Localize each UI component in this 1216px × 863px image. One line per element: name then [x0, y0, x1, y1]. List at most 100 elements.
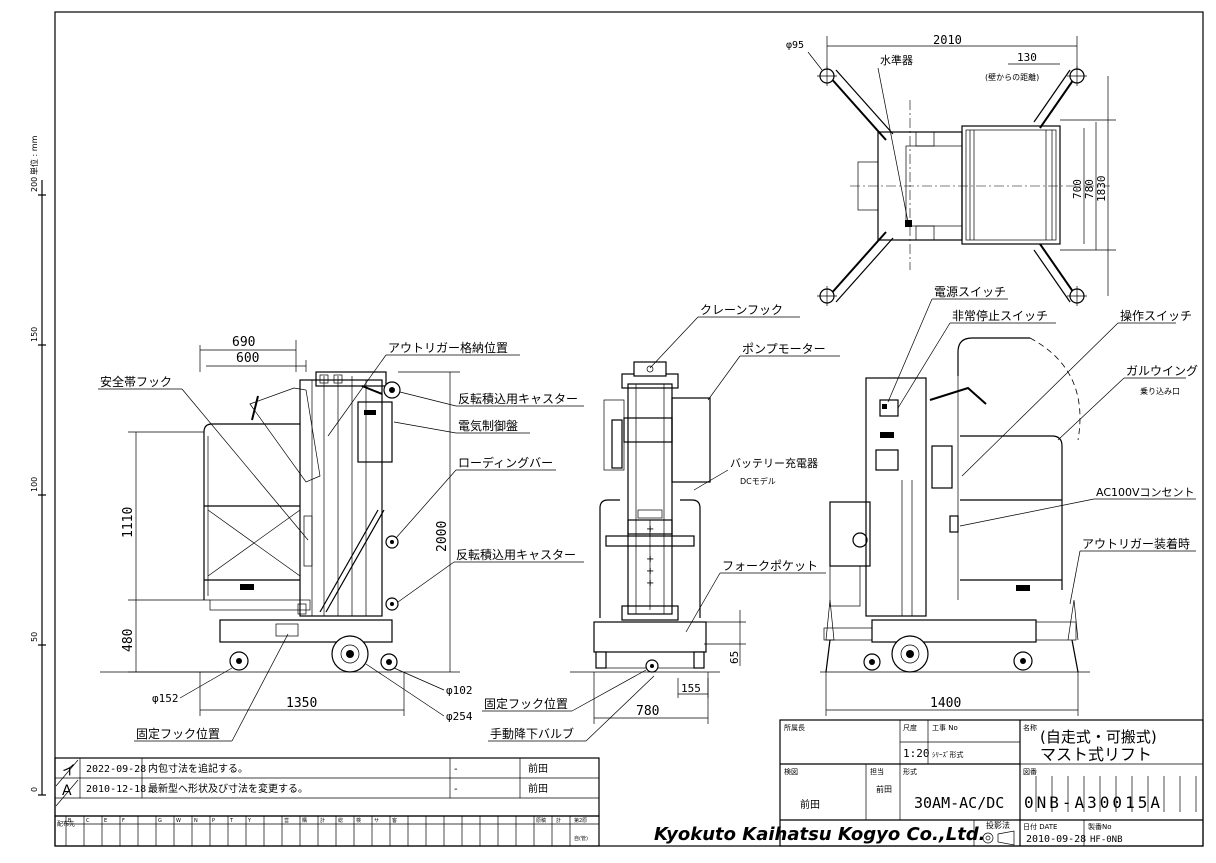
rev1-by: 前田: [528, 762, 548, 775]
dim-690: 690: [232, 335, 255, 350]
checker-name: 前田: [800, 798, 820, 811]
revision-table: イ 2022-09-28 内包寸法を追記する。 - 前田 A 2010-12-1…: [54, 757, 600, 847]
svg-text:+: +: [646, 566, 654, 577]
svg-text:+: +: [646, 578, 654, 589]
projection-label: 投影法: [986, 820, 1010, 830]
work-no-value: ｼﾘｰｽﾞ形式: [932, 750, 964, 759]
work-no-label: 工事 No: [932, 723, 958, 732]
label-fixed-hook-front: 固定フック位置: [484, 696, 568, 711]
dist-cell-2: C: [86, 818, 90, 824]
label-emergency-stop: 非常停止スイッチ: [952, 308, 1048, 323]
drawing-no-label: 図番: [1023, 768, 1037, 776]
dist-cell-8: P: [212, 818, 215, 824]
dist-cell-6: W: [176, 818, 181, 824]
company-name: Kyokuto Kaihatsu Kogyo Co.,Ltd.: [654, 824, 986, 845]
dim-phi95: φ95: [786, 40, 804, 51]
rev2-dash: -: [454, 784, 458, 795]
dist-cell-5: G: [158, 818, 162, 824]
label-ac100v-outlet: AC100Vコンセント: [1096, 486, 1195, 499]
rear-view: 電源スイッチ 非常停止スイッチ 操作スイッチ ガルウイング 乗り込み口 AC10…: [820, 285, 1198, 716]
title-name-line2: マスト式リフト: [1040, 745, 1152, 764]
label-operation-switch: 操作スイッチ: [1120, 308, 1192, 323]
charge-name: 前田: [876, 784, 892, 794]
rev2-date: 2010-12-18: [86, 784, 146, 795]
label-manual-descent-valve: 手動降下バルブ: [490, 726, 574, 741]
rev1-desc: 内包寸法を追記する。: [148, 762, 248, 775]
dist-cell-9: T: [229, 818, 234, 824]
dist-cell-15: 検: [356, 817, 361, 824]
label-safety-hook: 安全帯フック: [100, 374, 172, 389]
title-name-line1: (自走式・可搬式): [1040, 728, 1157, 746]
dim-1400: 1400: [930, 696, 961, 711]
label-crane-hook: クレーンフック: [700, 303, 783, 317]
dist-cell-10: Y: [247, 818, 252, 824]
dist-cell-13: 計: [320, 817, 325, 824]
label-power-switch: 電源スイッチ: [934, 285, 1006, 299]
scale-150: 150: [30, 327, 39, 342]
label-boarding-entry: 乗り込み口: [1140, 386, 1180, 396]
charge-label: 担当: [870, 767, 884, 776]
dim-780-front: 780: [636, 704, 659, 719]
drawing-no-value: 0NB-A30015A: [1024, 793, 1163, 812]
dist-cell-14: 総: [338, 817, 343, 824]
dist-cell-4: F: [122, 818, 125, 824]
dim-1830: 1830: [1095, 176, 1108, 203]
scale-200: 200: [30, 177, 39, 192]
date-value: 2010-09-28: [1026, 834, 1086, 845]
dist-cell-17: 客: [392, 817, 397, 824]
series-value: HF-0NB: [1090, 835, 1123, 845]
model-value: 30AM-AC/DC: [914, 794, 1004, 812]
dist-cell-3: E: [104, 818, 107, 824]
dist-cell-7: N: [194, 818, 198, 824]
title-block: 所属長 尺度 工事 No 1:20 ｼﾘｰｽﾞ形式 名称 (自走式・可搬式) マ…: [779, 719, 1204, 847]
dim-780: 780: [1083, 179, 1096, 199]
name-label: 名称: [1023, 723, 1037, 732]
label-wall-distance: (壁からの距離): [985, 72, 1039, 82]
scale-ruler: 200 150 100 50 0 単位 : mm: [29, 135, 46, 796]
third-angle-projection-icon: [982, 830, 1015, 846]
scale-value: 1:20: [903, 747, 930, 760]
scale-label: 尺度: [903, 723, 917, 732]
rev1-date: 2022-09-28: [86, 764, 146, 775]
rev1-dash: -: [454, 764, 458, 775]
dist-cell-11: 営: [284, 817, 289, 824]
dim-phi152: φ152: [152, 692, 179, 705]
dim-2010: 2010: [933, 33, 962, 47]
dim-480: 480: [121, 629, 136, 652]
dim-2000: 2000: [435, 521, 450, 552]
label-pump-motor: ポンプモーター: [742, 342, 826, 356]
dim-phi102: φ102: [446, 684, 473, 697]
side-view: 690 600 1110 480 2000 1350 φ152 φ102 φ25…: [98, 335, 584, 742]
label-caster-top: 反転積込用キャスター: [458, 391, 578, 406]
label-dc-model: DCモデル: [740, 476, 776, 486]
svg-text:+: +: [646, 554, 654, 565]
dist-tail-3: 第2原: [574, 817, 587, 824]
label-caster-bottom: 反転積込用キャスター: [456, 547, 576, 562]
label-fixed-hook-side: 固定フック位置: [136, 726, 220, 741]
dim-700: 700: [1071, 179, 1084, 199]
units-note: 単位 : mm: [29, 135, 39, 175]
dim-130: 130: [1017, 51, 1037, 64]
scale-0: 0: [30, 787, 39, 792]
dist-tail-4: 自(管): [574, 835, 588, 842]
date-label: 日付 DATE: [1023, 822, 1057, 831]
dim-phi254: φ254: [446, 710, 473, 723]
dim-1350: 1350: [286, 696, 317, 711]
label-loading-bar: ローディングバー: [458, 455, 553, 470]
rev2-desc: 最新型へ形状及び寸法を変更する。: [148, 782, 308, 795]
dim-65: 65: [728, 651, 741, 664]
dept-head-label: 所属長: [784, 723, 805, 732]
drawing-border: [54, 11, 1204, 847]
dist-cell-16: サ: [374, 818, 379, 824]
label-fork-pocket: フォークポケット: [722, 559, 818, 573]
check-label: 検図: [784, 767, 798, 776]
dist-tail-2: 計: [556, 817, 561, 824]
scale-100: 100: [30, 477, 39, 492]
scale-50: 50: [30, 632, 39, 642]
label-outrigger-attached: アウトリガー装着時: [1082, 536, 1190, 551]
label-battery-charger: バッテリー充電器: [730, 456, 818, 470]
dist-tail-1: 原稿: [536, 817, 546, 824]
model-label: 形式: [903, 767, 917, 776]
front-view: + + + + 65 155 780 クレーンフック ポンプモーター バッテリー…: [482, 303, 840, 742]
